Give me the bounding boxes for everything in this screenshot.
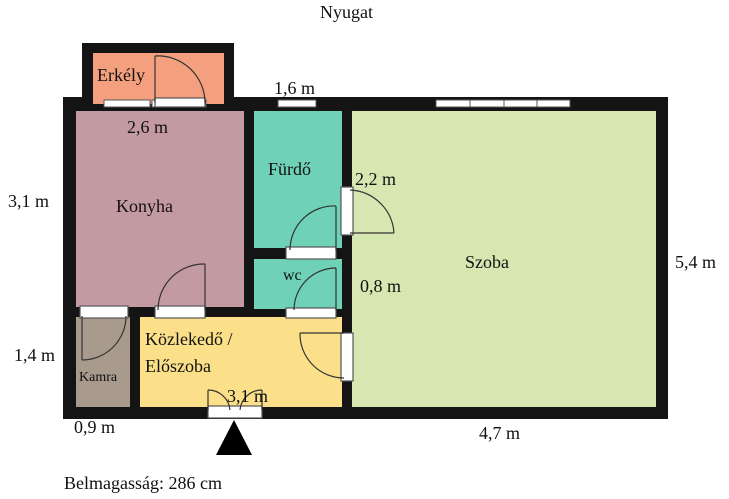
room-kozlekedo bbox=[140, 317, 342, 407]
dim-wc-height: 0,8 m bbox=[360, 276, 402, 296]
ceiling-height-label: Belmagasság: 286 cm bbox=[64, 473, 222, 493]
room-label-kozlekedo-1: Közlekedő / bbox=[145, 329, 233, 349]
orientation-label: Nyugat bbox=[320, 2, 373, 22]
doors bbox=[79, 55, 395, 419]
room-label-kozlekedo-2: Előszoba bbox=[145, 356, 211, 376]
entrance-arrow-icon bbox=[216, 420, 252, 455]
dim-szoba-width: 4,7 m bbox=[479, 423, 521, 443]
room-label-wc: wc bbox=[283, 267, 302, 284]
dim-kamra-height: 1,4 m bbox=[14, 345, 56, 365]
room-label-kamra: Kamra bbox=[79, 370, 118, 385]
room-konyha bbox=[76, 111, 244, 307]
dim-konyha-height: 3,1 m bbox=[8, 191, 50, 211]
room-label-erkely: Erkély bbox=[97, 65, 145, 85]
room-erkely bbox=[93, 53, 224, 104]
room-label-furdo: Fürdő bbox=[268, 159, 312, 179]
room-szoba bbox=[352, 111, 656, 407]
dim-furdo-height: 2,2 m bbox=[355, 169, 397, 189]
window-furdo bbox=[277, 99, 317, 108]
dim-kozlekedo-width: 3,1 m bbox=[227, 386, 269, 406]
room-furdo bbox=[254, 111, 342, 248]
room-kamra bbox=[76, 317, 130, 407]
dim-szoba-height: 5,4 m bbox=[675, 252, 717, 272]
window-szoba bbox=[435, 99, 571, 108]
dim-kamra-width: 0,9 m bbox=[74, 417, 116, 437]
room-wc bbox=[254, 259, 342, 309]
room-label-szoba: Szoba bbox=[465, 252, 509, 272]
dim-konyha-width: 2,6 m bbox=[127, 117, 169, 137]
window-konyha bbox=[103, 99, 151, 108]
room-label-konyha: Konyha bbox=[116, 196, 173, 216]
dim-furdo-width: 1,6 m bbox=[274, 78, 316, 98]
